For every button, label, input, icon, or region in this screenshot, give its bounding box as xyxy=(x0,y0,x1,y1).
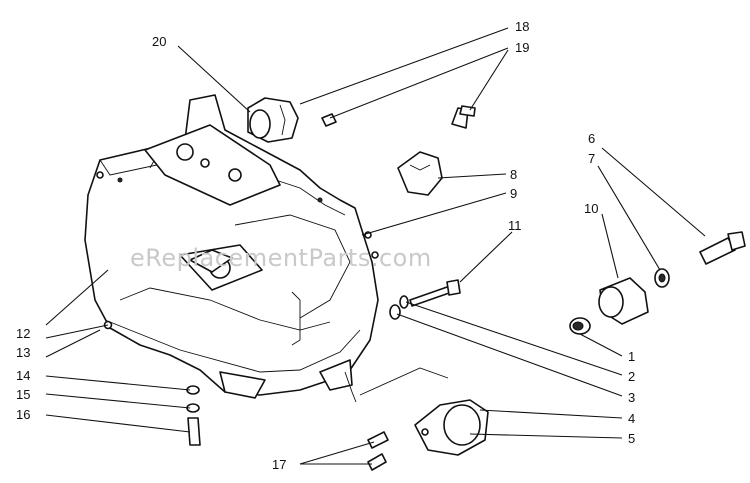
leader-lines xyxy=(45,27,706,465)
screw-19b xyxy=(451,105,476,129)
callout-13: 13 xyxy=(16,345,31,360)
callout-5: 5 xyxy=(628,431,636,446)
callout-17: 17 xyxy=(272,457,287,472)
watermark: eReplacementParts.com xyxy=(130,244,432,272)
mount-8 xyxy=(397,151,443,196)
screws-17 xyxy=(367,431,389,471)
callout-16: 16 xyxy=(16,407,31,422)
callout-18: 18 xyxy=(515,19,530,34)
callout-6: 6 xyxy=(588,131,596,146)
callout-19: 19 xyxy=(515,40,530,55)
callout-4: 4 xyxy=(628,411,636,426)
callout-12: 12 xyxy=(16,326,31,341)
callout-8: 8 xyxy=(510,167,518,182)
callout-20: 20 xyxy=(152,34,167,49)
callout-2: 2 xyxy=(628,369,636,384)
callout-3: 3 xyxy=(628,390,636,405)
bolt-16 xyxy=(187,417,201,446)
callout-15: 15 xyxy=(16,387,31,402)
callout-1: 1 xyxy=(628,349,636,364)
washer-7 xyxy=(654,268,670,288)
callout-10: 10 xyxy=(584,201,599,216)
buffer-10 xyxy=(598,277,649,325)
bolt-11 xyxy=(409,279,461,307)
washers-2-3 xyxy=(389,295,409,320)
callout-11: 11 xyxy=(508,218,522,233)
bolt-6 xyxy=(699,231,746,265)
av-mount-18 xyxy=(247,97,299,143)
mount-4 xyxy=(414,399,489,456)
callout-9: 9 xyxy=(510,186,518,201)
screw-19a xyxy=(321,113,337,127)
callout-7: 7 xyxy=(588,151,596,166)
callout-14: 14 xyxy=(16,368,31,383)
bushing-1 xyxy=(569,317,591,335)
crankcase-housing xyxy=(84,94,379,399)
